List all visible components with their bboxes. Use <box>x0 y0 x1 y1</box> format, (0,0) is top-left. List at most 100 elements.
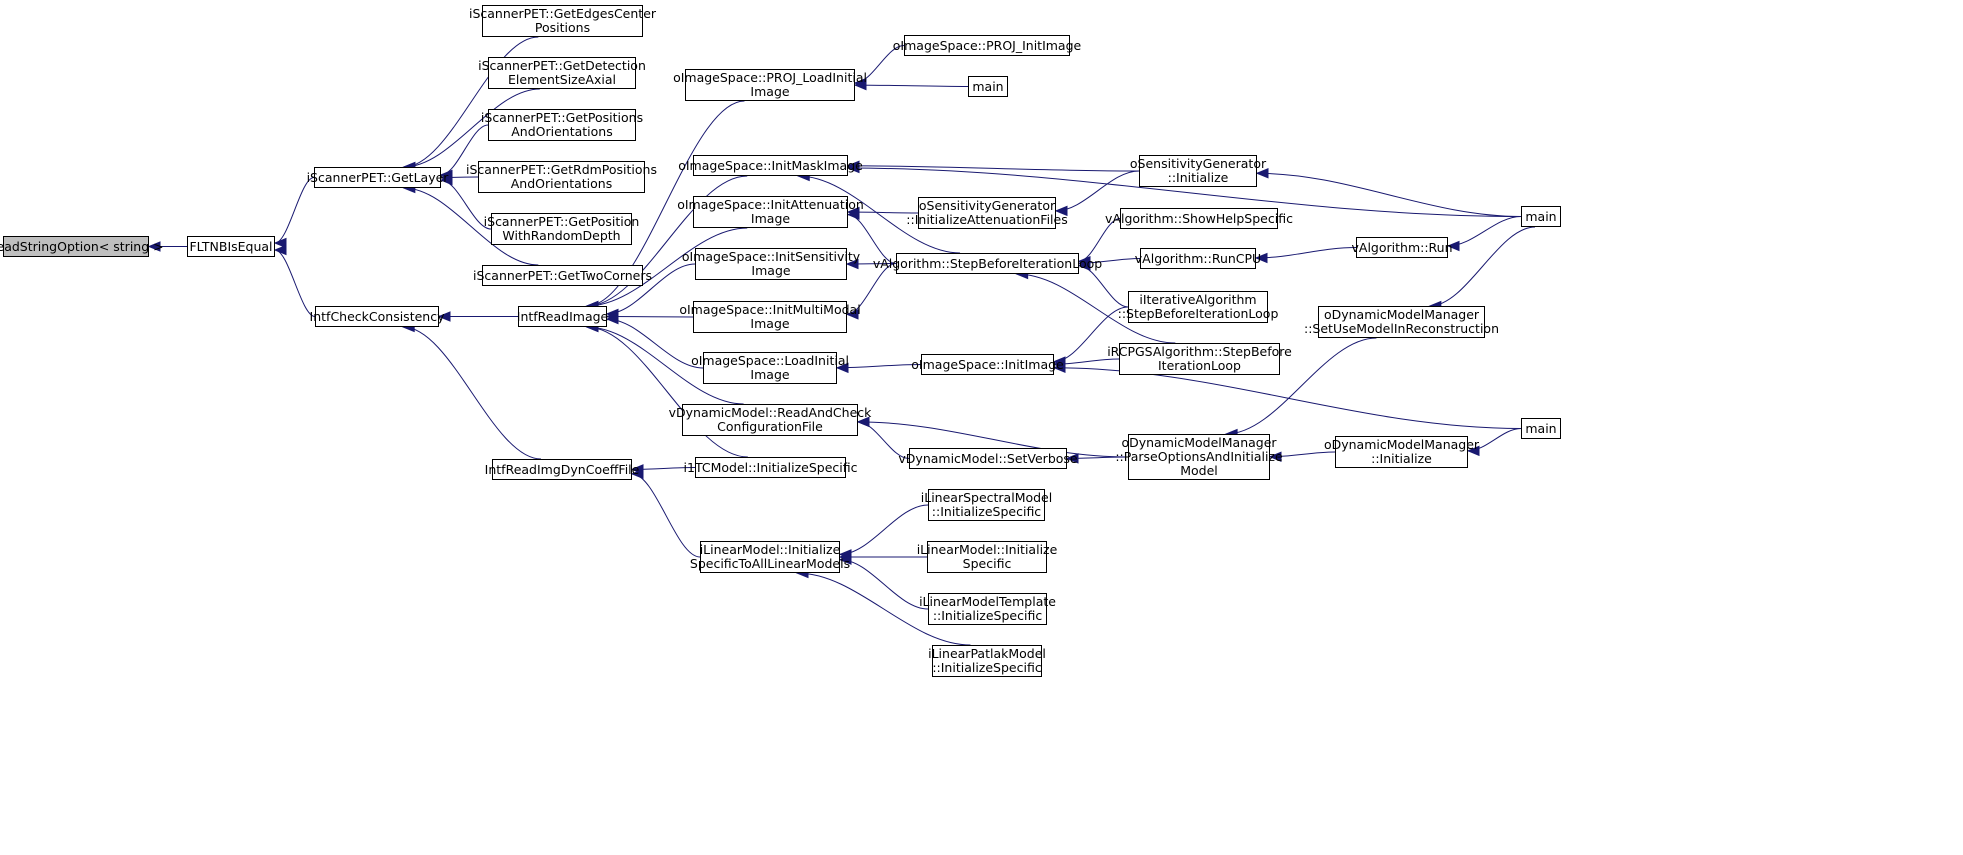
node-label-line: oSensitivityGenerator <box>918 198 1056 213</box>
node-label-line: ::InitializeAttenuationFiles <box>906 212 1068 227</box>
node-iscannerpet-gettwocorners[interactable]: iScannerPET::GetTwoCorners <box>473 265 652 286</box>
node-ilinearpatlakmodel-initializespecific[interactable]: iLinearPatlakModel::InitializeSpecific <box>928 645 1046 677</box>
node-label-line: IntfReadImage <box>516 308 609 324</box>
node-label-line: ReadStringOption< string > <box>0 238 164 254</box>
node-odynamicmodelmanager-initialize[interactable]: oDynamicModelManager::Initialize <box>1324 436 1479 468</box>
edge-main_top-to-initmask <box>847 167 1522 217</box>
node-label-line: IterationLoop <box>1158 358 1241 373</box>
node-intfreadimgdyncoefffile[interactable]: IntfReadImgDynCoeffFile <box>485 459 639 480</box>
node-odynamicmodelmanager-setusemodelinreconstruction[interactable]: oDynamicModelManager::SetUseModelInRecon… <box>1304 306 1499 338</box>
edge-arrowhead <box>630 468 644 480</box>
node-ilinearmodeltemplate-initializespecific[interactable]: iLinearModelTemplate::InitializeSpecific <box>919 593 1056 625</box>
node-label: oImageSpace::PROJ_InitImage <box>893 38 1081 53</box>
node-main[interactable]: main <box>1521 206 1561 227</box>
node-label-line: Image <box>750 316 790 331</box>
edge-arrowhead <box>1255 168 1269 179</box>
node-iiterativealgorithm-stepbeforeiterationloop[interactable]: iIterativeAlgorithm::StepBeforeIteration… <box>1118 291 1278 323</box>
edge-detection_axial-to-getlayer <box>403 88 540 168</box>
edge-arrowhead <box>1466 445 1480 457</box>
node-main[interactable]: main <box>1521 418 1561 439</box>
node-readstringoption-string: ReadStringOption< string > <box>0 236 164 257</box>
node-label-line: ::Initialize <box>1371 451 1432 466</box>
edge-initatten-to-readimage <box>586 227 748 307</box>
node-label-line: vDynamicModel::SetVerbose <box>898 450 1078 466</box>
edge-arrowhead <box>1054 205 1068 217</box>
node-osensitivitygenerator-initializeattenuationfiles[interactable]: oSensitivityGenerator::InitializeAttenua… <box>906 197 1068 229</box>
edge-proj_load-to-readimage <box>586 100 745 307</box>
edge-stepbefore-to-initmask <box>798 175 961 254</box>
node-valgorithm-run[interactable]: vAlgorithm::Run <box>1352 237 1453 258</box>
node-label-line: iScannerPET::GetLayer <box>306 169 449 185</box>
node-label-line: ::InitializeSpecific <box>932 660 1042 675</box>
edge-checkcons-to-fltnb <box>274 249 316 317</box>
node-valgorithm-stepbeforeiterationloop[interactable]: vAlgorithm::StepBeforeIterationLoop <box>873 253 1102 274</box>
node-label: oImageSpace::InitMaskImage <box>678 158 863 173</box>
node-ilinearspectralmodel-initializespecific[interactable]: iLinearSpectralModel::InitializeSpecific <box>921 489 1052 521</box>
node-oimagespace-initmaskimage[interactable]: oImageSpace::InitMaskImage <box>678 155 863 176</box>
edge-arrowhead <box>439 174 453 186</box>
edge-arrowhead <box>437 311 451 322</box>
node-label-line: oImageSpace::InitImage <box>911 356 1064 372</box>
node-vdynamicmodel-setverbose[interactable]: vDynamicModel::SetVerbose <box>898 448 1078 469</box>
node-osensitivitygenerator-initialize[interactable]: oSensitivityGenerator::Initialize <box>1130 155 1266 187</box>
node-i1tcmodel-initializespecific[interactable]: i1TCModel::InitializeSpecific <box>684 457 858 478</box>
node-label: oDynamicModelManager::Initialize <box>1324 438 1479 466</box>
node-intfreadimage[interactable]: IntfReadImage <box>516 306 609 327</box>
node-label-line: Model <box>1180 463 1218 478</box>
edge-arrowhead <box>147 241 161 252</box>
node-odynamicmodelmanager-parseoptionsandinitializemodel[interactable]: oDynamicModelManager::ParseOptionsAndIni… <box>1115 434 1283 480</box>
edge-i1tc-to-readimage <box>586 326 748 458</box>
node-iscannerpet-getlayer[interactable]: iScannerPET::GetLayer <box>307 167 448 188</box>
node-valgorithm-runcpu[interactable]: vAlgorithm::RunCPU <box>1135 248 1261 269</box>
edge-arrowhead <box>845 309 859 320</box>
node-label: iScannerPET::GetTwoCorners <box>473 268 652 283</box>
edge-arrowhead <box>1446 240 1460 252</box>
node-label-line: Positions <box>534 20 591 35</box>
node-label-line: FLTNBIsEqual <box>189 238 273 254</box>
node-label-line: iLinearSpectralModel <box>920 490 1053 505</box>
node-oimagespace-proj-initimage[interactable]: oImageSpace::PROJ_InitImage <box>893 35 1081 56</box>
edge-readimgdyn-to-checkcons <box>403 326 542 460</box>
node-label: vDynamicModel::SetVerbose <box>898 450 1078 466</box>
edge-initimage-to-loadinitial <box>836 364 922 369</box>
node-label-line: vAlgorithm::StepBeforeIterationLoop <box>872 255 1103 271</box>
node-label-line: oImageSpace::InitMultiModal <box>679 302 861 317</box>
node-fltnbisequal[interactable]: FLTNBIsEqual <box>187 236 275 257</box>
node-label-line: iLinearModelTemplate <box>919 594 1056 609</box>
node-label-line: iScannerPET::GetRdmPositions <box>466 162 657 177</box>
node-label-line: ConfigurationFile <box>717 419 823 434</box>
node-valgorithm-showhelpspecific[interactable]: vAlgorithm::ShowHelpSpecific <box>1105 208 1293 229</box>
node-label-line: oDynamicModelManager <box>1323 307 1480 322</box>
node-label-line: iIterativeAlgorithm <box>1139 292 1257 307</box>
node-main[interactable]: main <box>968 76 1008 97</box>
node-label: IntfCheckConsistency <box>310 309 445 324</box>
node-intfcheckconsistency[interactable]: IntfCheckConsistency <box>310 306 444 327</box>
edge-arrowhead <box>1052 362 1066 373</box>
node-label-line: oDynamicModelManager <box>1121 435 1277 450</box>
edge-rcpgs-to-stepbefore <box>1016 273 1176 344</box>
node-label: main <box>1525 208 1557 224</box>
node-label-line: main <box>1525 208 1557 224</box>
node-label-line: Image <box>751 263 791 278</box>
node-oimagespace-initimage[interactable]: oImageSpace::InitImage <box>911 354 1064 375</box>
node-label-line: vAlgorithm::Run <box>1351 239 1453 255</box>
